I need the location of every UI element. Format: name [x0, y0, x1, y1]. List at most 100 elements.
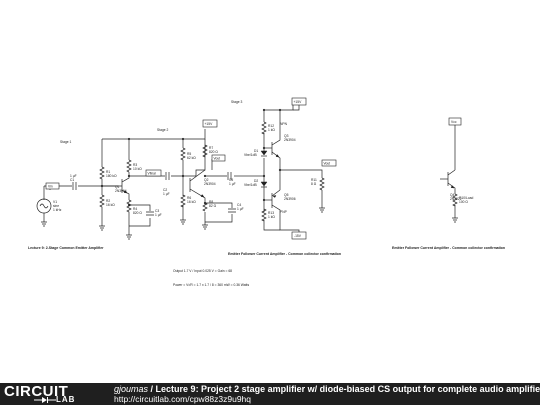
q4-name: Q4 [450, 193, 455, 197]
resistor-r1[interactable]: R1 180 kΩ [99, 166, 117, 180]
r13-name: R13 [268, 211, 274, 215]
footer-bar: CIRCUIT LAB gjoumas / Lecture 9: Project… [0, 383, 540, 405]
capacitor-c1[interactable]: C1 1 µF [70, 174, 77, 190]
resistor-r6[interactable]: R6 16 kΩ [180, 194, 196, 208]
transistor-q2[interactable]: Q2 2N3904 [189, 178, 216, 198]
r3-value: 10 kΩ [133, 167, 142, 171]
power-note: Power = V²/R = 1.7 x 1.7 / 8 = 360 mW = … [173, 283, 249, 287]
author-link[interactable]: gjoumas [114, 384, 149, 394]
resistor-r13[interactable]: R13 1 kΩ [261, 208, 275, 222]
capacitor-c3[interactable]: C3 1 µF [146, 209, 162, 217]
net-tag-vfinal[interactable]: Vfinal [145, 169, 162, 177]
gain-note: Output 1.7 V / Input 0.025 V = Gain = 68 [173, 269, 232, 273]
rail-tag-vcc-stage2[interactable]: +15V [202, 119, 218, 128]
resistor-rload[interactable]: R10/Load 100 Ω [452, 193, 473, 207]
resistor-r2[interactable]: R2 16 kΩ [99, 194, 115, 210]
transistor-q4[interactable]: Q4 2N2222 [447, 172, 462, 201]
net-tag-vout-mid[interactable]: Vout [211, 154, 226, 162]
resistor-r3[interactable]: R3 10 kΩ [126, 159, 142, 173]
capacitor-c2[interactable]: C2 1 µF [163, 172, 170, 196]
c5-name: C5 [229, 178, 233, 182]
c3-value: 1 µF [155, 213, 162, 217]
svg-text:+15V: +15V [294, 100, 303, 104]
d2-part: Vbe/1dB [244, 183, 257, 187]
d2-name: D2 [254, 179, 258, 183]
q2-part: 2N3904 [204, 182, 216, 186]
logo-circuit-text: CIRCUIT [4, 383, 69, 400]
r2-value: 16 kΩ [106, 203, 115, 207]
r7-name: R7 [209, 146, 213, 150]
q4-part: 2N2222 [450, 197, 462, 201]
r3-name: R3 [133, 163, 137, 167]
r2-name: R2 [106, 199, 110, 203]
rail-tag-vcc-right[interactable]: Vcc [448, 117, 462, 126]
circuitlab-logo[interactable]: CIRCUIT LAB [4, 384, 104, 404]
logo-diode-icon [34, 397, 56, 403]
q3-name: Q3 [284, 134, 289, 138]
r1-value: 180 kΩ [106, 174, 117, 178]
schematic-canvas[interactable]: Stage 1 Stage 2 Stage 3 [0, 0, 540, 383]
resistor-r4[interactable]: R4 820 Ω [126, 199, 142, 215]
stage3-rail-connectors [293, 105, 300, 232]
c1-value: 1 µF [70, 174, 77, 178]
q3-part: 2N3904 [284, 138, 296, 142]
net-tag-vin[interactable]: Vin [45, 182, 60, 190]
q5-part: 2N3906 [284, 197, 296, 201]
r11-value: 8 Ω [311, 182, 317, 186]
stage1-label: Stage 1 [60, 140, 72, 144]
lecture-caption: Lecture 9: 2-Stage Common Emitter Amplif… [28, 246, 104, 250]
resistor-r8[interactable]: R8 82 Ω [202, 200, 217, 212]
r5-value: 62 kΩ [187, 156, 196, 160]
q5-type: PNP [280, 210, 288, 214]
r11-name: R11 [311, 178, 317, 182]
r5-name: R5 [187, 152, 191, 156]
stage2-label: Stage 2 [157, 128, 169, 132]
q1-part: 2N3904 [115, 189, 127, 193]
rail-tag-vee-stage3[interactable]: -15V [291, 231, 307, 240]
q3-type: NPN [280, 122, 288, 126]
circuit-url-link[interactable]: http://circuitlab.com/cpw88z3z9u9hq [114, 394, 252, 404]
rload-name: R10/Load [459, 196, 473, 200]
r4-value: 820 Ω [133, 211, 142, 215]
capacitor-c5[interactable]: C5 1 µF [227, 172, 236, 186]
r12-value: 1 kΩ [268, 128, 275, 132]
resistor-r5[interactable]: R5 62 kΩ [180, 147, 196, 161]
diode-d2[interactable]: D2 Vbe/1dB [244, 179, 268, 188]
svg-text:Vout: Vout [324, 161, 331, 165]
r1-name: R1 [106, 170, 110, 174]
r7-value: 820 Ω [209, 150, 218, 154]
resistor-r7[interactable]: R7 820 Ω [202, 144, 218, 158]
capacitor-c4[interactable]: C4 1 µF [228, 203, 244, 213]
rload-value: 100 Ω [459, 200, 468, 204]
stage3-label: Stage 3 [231, 100, 243, 104]
rail-tag-vcc-stage3[interactable]: +15V [291, 97, 307, 106]
circuit-title-text: Lecture 9: Project 2 stage amplifier w/ … [155, 384, 540, 394]
net-tag-vout-stage3[interactable]: Vout [321, 159, 337, 167]
transistor-q5[interactable]: Q5 2N3906 PNP [271, 193, 296, 214]
q5-name: Q5 [284, 193, 289, 197]
r12-name: R12 [268, 124, 274, 128]
resistor-r11[interactable]: R11 8 Ω [311, 177, 325, 191]
c2-name: C2 [163, 188, 167, 192]
r6-name: R6 [187, 196, 191, 200]
d1-part: Vbe/1dB [244, 153, 257, 157]
diode-d1[interactable]: D1 Vbe/1dB [244, 149, 268, 157]
resistor-r12[interactable]: R12 1 kΩ [261, 121, 275, 135]
transistor-q3[interactable]: NPN Q3 2N3904 [271, 122, 296, 158]
svg-text:Vcc: Vcc [451, 120, 457, 124]
follower-caption-right: Emitter Follower Current Amplifier - Com… [392, 246, 505, 250]
q1-name: Q1 [115, 185, 120, 189]
d1-name: D1 [254, 149, 258, 153]
r4-name: R4 [133, 207, 137, 211]
c4-value: 1 µF [237, 207, 244, 211]
source-v1[interactable]: V1 sine 1 kHz [36, 198, 62, 214]
c1-name: C1 [70, 178, 74, 182]
source-v1-freq: 1 kHz [53, 208, 62, 212]
c2-value: 1 µF [163, 192, 170, 196]
r8-name: R8 [209, 200, 213, 204]
c3-name: C3 [155, 209, 159, 213]
svg-text:Vin: Vin [48, 184, 53, 188]
logo-lab-text: LAB [56, 395, 76, 404]
r13-value: 1 kΩ [268, 215, 275, 219]
svg-text:+15V: +15V [205, 122, 214, 126]
